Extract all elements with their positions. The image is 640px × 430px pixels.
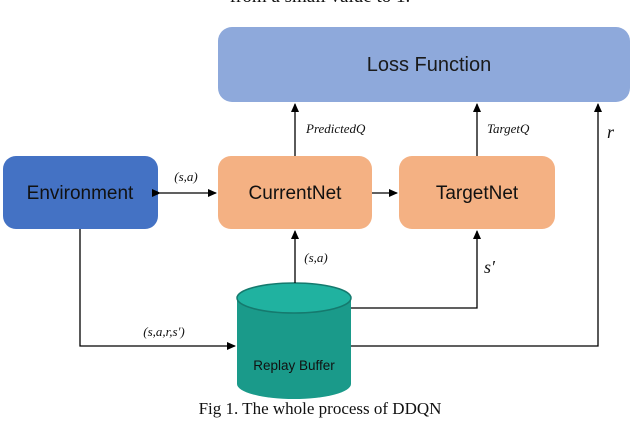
predicted-q-label: PredictedQ xyxy=(305,121,366,136)
buffer-target-label: s′ xyxy=(484,257,496,277)
current-net-node: CurrentNet xyxy=(218,156,372,229)
buffer-current-label: (s,a) xyxy=(304,250,327,265)
top-text: from a small value to 1. xyxy=(0,0,640,8)
replay-buffer-node: Replay Buffer xyxy=(236,282,352,399)
loss-function-box xyxy=(218,27,630,102)
replay-buffer-label: Replay Buffer xyxy=(253,358,335,373)
env-buffer-label: (s,a,r,s′) xyxy=(143,324,185,339)
current-net-box xyxy=(218,156,372,229)
target-net-label: TargetNet xyxy=(436,183,519,204)
env-current-label: (s,a) xyxy=(174,169,197,184)
loss-function-node: Loss Function xyxy=(218,27,630,102)
current-net-label: CurrentNet xyxy=(249,183,343,204)
reward-arrow xyxy=(351,103,602,347)
environment-node: Environment xyxy=(3,156,158,229)
target-q-label: TargetQ xyxy=(487,121,530,136)
figure-caption: Fig 1. The whole process of DDQN xyxy=(198,399,442,418)
target-net-node: TargetNet xyxy=(399,156,555,229)
environment-label: Environment xyxy=(27,183,134,204)
replay-buffer-body xyxy=(237,298,351,399)
buffer-target-arrow xyxy=(351,230,481,309)
target-net-box xyxy=(399,156,555,229)
env-buffer-arrow xyxy=(79,229,236,350)
replay-buffer-top xyxy=(236,282,352,314)
environment-box xyxy=(3,156,158,229)
reward-label: r xyxy=(607,122,615,142)
loss-function-label: Loss Function xyxy=(367,54,492,76)
